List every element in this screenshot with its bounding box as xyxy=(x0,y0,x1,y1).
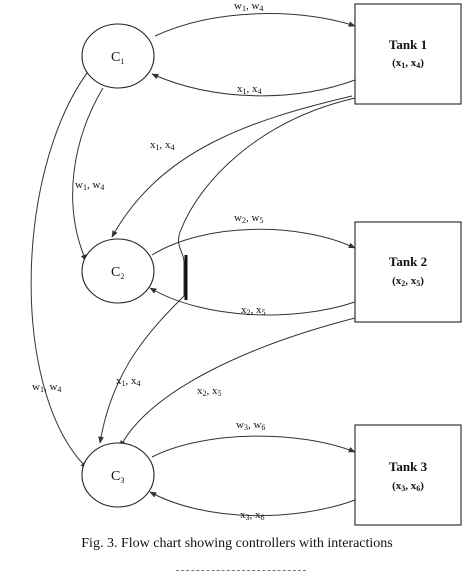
edge-label-c2-tank2: w2, w5 xyxy=(234,212,263,225)
figure-caption: Fig. 3. Flow chart showing controllers w… xyxy=(81,536,393,551)
edge-label-tank2-c2: x2, x5 xyxy=(241,304,266,317)
edge-tank1-to-c1 xyxy=(151,73,356,97)
controller-c1: C1 xyxy=(81,23,155,89)
edge-label-c1-tank1: w1, w4 xyxy=(234,0,263,13)
edge-c1-to-tank1 xyxy=(154,13,356,37)
tank-2: Tank 2 (x2, x5) xyxy=(354,221,462,323)
tank-1: Tank 1 (x1, x4) xyxy=(354,3,462,105)
footer-divider xyxy=(176,570,306,571)
edge-label-tank3-c3: x3, x6 xyxy=(240,509,265,522)
tank-2-title: Tank 2 xyxy=(389,254,427,269)
tank-2-vars: (x2, x5) xyxy=(392,275,424,288)
tank-3-title: Tank 3 xyxy=(389,459,428,474)
edge-tank2-to-c2 xyxy=(149,287,356,316)
tank-3-vars: (x3, x6) xyxy=(392,480,424,493)
edge-label-c1-c3: w1, w4 xyxy=(32,381,61,394)
tank-1-title: Tank 1 xyxy=(389,37,427,52)
controller-c3: C3 xyxy=(81,442,155,508)
controller-c2: C2 xyxy=(81,238,155,304)
controller-c1-label: C1 xyxy=(111,50,124,66)
edge-label-tank1-c1: x1, x4 xyxy=(237,83,262,96)
edge-label-tank1-c3: x1, x4 xyxy=(116,375,141,388)
tank-3: Tank 3 (x3, x6) xyxy=(354,424,462,526)
edge-c1-to-c3 xyxy=(30,63,95,469)
edge-tank3-to-c3 xyxy=(149,491,356,517)
edge-tank1-to-c3 xyxy=(98,97,356,444)
controller-c2-label: C2 xyxy=(111,265,124,281)
edge-tank1-to-c2 xyxy=(111,95,353,238)
edge-label-tank1-c2: x1, x4 xyxy=(150,139,175,152)
edge-c3-to-tank3 xyxy=(151,435,356,458)
tank-1-vars: (x1, x4) xyxy=(392,57,424,70)
edge-c2-to-tank2 xyxy=(151,228,356,256)
controller-c3-label: C3 xyxy=(111,469,124,485)
edge-label-c1-c2: w1, w4 xyxy=(75,179,104,192)
edge-c1-to-c2 xyxy=(72,87,104,262)
edge-tank2-to-c3 xyxy=(119,317,356,448)
edge-label-c3-tank3: w3, w6 xyxy=(236,419,265,432)
edge-label-tank2-c3: x2, x5 xyxy=(197,385,222,398)
